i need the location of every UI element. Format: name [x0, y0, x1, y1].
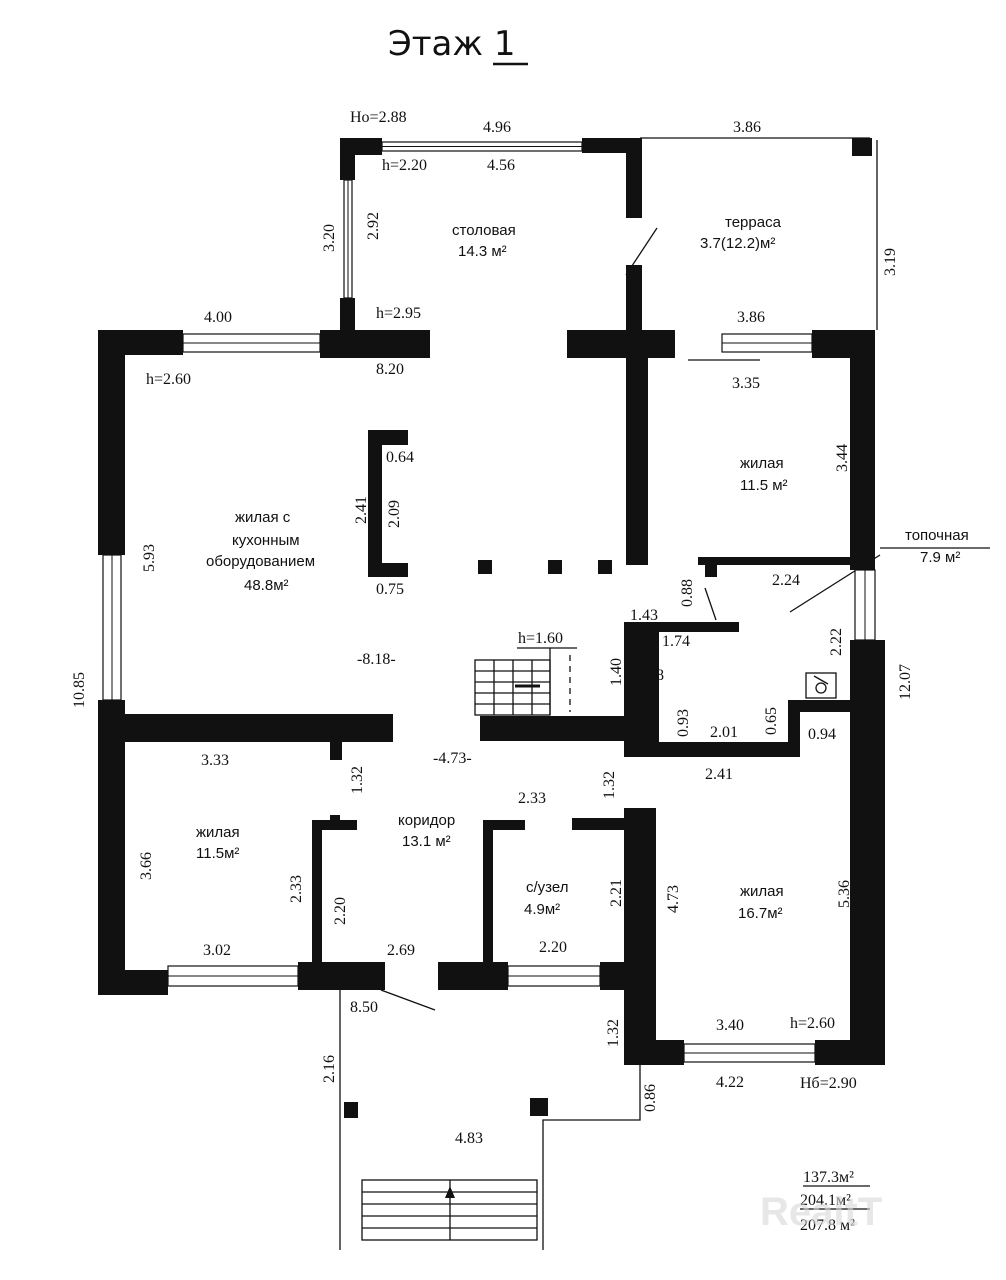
room-name-bathroom: с/узел [526, 879, 568, 896]
svg-text:2.33: 2.33 [518, 790, 546, 807]
walls [98, 138, 885, 1118]
room-name-living-kitchen-1: жилая с [235, 509, 291, 526]
svg-text:8.50: 8.50 [350, 999, 378, 1016]
room-area-living-kitchen: 48.8м² [244, 577, 289, 594]
room-name-living-kitchen-2: кухонным [232, 532, 300, 549]
svg-text:3.33: 3.33 [201, 752, 229, 769]
room-area-terrace: 3.7(12.2)м² [700, 235, 775, 252]
watermark-logo: RealtT [760, 1190, 882, 1234]
room-area-bathroom: 4.9м² [524, 901, 560, 918]
room-name-terrace: терраса [725, 214, 782, 231]
svg-text:0.65: 0.65 [763, 707, 780, 735]
svg-text:4.73: 4.73 [665, 885, 682, 913]
svg-text:2.09: 2.09 [386, 500, 403, 528]
height-ho-bottom: Hб=2.90 [800, 1075, 857, 1092]
svg-text:4.00: 4.00 [204, 309, 232, 326]
svg-text:2.16: 2.16 [321, 1055, 338, 1083]
svg-text:0.64: 0.64 [386, 449, 414, 466]
room-labels: столовая 14.3 м² терраса 3.7(12.2)м² жил… [196, 214, 969, 922]
svg-text:2.33: 2.33 [288, 875, 305, 903]
height-h220: h=2.20 [382, 157, 427, 174]
svg-text:3.02: 3.02 [203, 942, 231, 959]
svg-text:4.96: 4.96 [483, 119, 511, 136]
svg-text:0.93: 0.93 [675, 709, 692, 737]
svg-text:0.88: 0.88 [679, 579, 696, 607]
svg-text:4.22: 4.22 [716, 1074, 744, 1091]
room-name-corridor: коридор [398, 812, 455, 829]
svg-text:1.43: 1.43 [630, 607, 658, 624]
svg-text:0.86: 0.86 [642, 1084, 659, 1112]
svg-text:2.41: 2.41 [353, 496, 370, 524]
total-3: 207.8 м² [800, 1217, 855, 1234]
svg-text:2.01: 2.01 [710, 724, 738, 741]
svg-text:-4.73-: -4.73- [433, 750, 472, 767]
svg-text:1.32: 1.32 [601, 771, 618, 799]
svg-text:3.86: 3.86 [737, 309, 765, 326]
svg-text:2.41: 2.41 [705, 766, 733, 783]
svg-text:2.20: 2.20 [539, 939, 567, 956]
svg-text:2.22: 2.22 [828, 628, 845, 656]
room-area-living-sw: 11.5м² [196, 845, 239, 862]
svg-text:5.36: 5.36 [836, 880, 853, 908]
svg-text:1.32: 1.32 [349, 766, 366, 794]
height-h160: h=1.60 [518, 630, 563, 647]
svg-text:3.66: 3.66 [138, 852, 155, 880]
windows [102, 141, 876, 1063]
svg-text:0.94: 0.94 [808, 726, 836, 743]
svg-text:2.69: 2.69 [387, 942, 415, 959]
total-2: 204.1м² [800, 1192, 851, 1209]
room-name-living-se: жилая [740, 883, 784, 900]
total-1: 137.3м² [803, 1169, 854, 1186]
svg-text:12.07: 12.07 [897, 664, 914, 700]
svg-text:8.20: 8.20 [376, 361, 404, 378]
svg-text:4.56: 4.56 [487, 157, 515, 174]
room-name-living-sw: жилая [196, 824, 240, 841]
dimensions-horizontal: 4.96 4.56 3.86 4.00 8.20 3.86 3.35 0.64 … [201, 119, 836, 1147]
room-area-dining: 14.3 м² [458, 243, 507, 260]
height-ho-top: Hо=2.88 [350, 109, 407, 126]
area-totals: 137.3м² 204.1м² 207.8 м² [800, 1169, 870, 1234]
room-area-living-se: 16.7м² [738, 905, 783, 922]
room-name-living-ne: жилая [740, 455, 784, 472]
svg-text:4.83: 4.83 [455, 1130, 483, 1147]
svg-text:1.40: 1.40 [608, 658, 625, 686]
svg-text:2.20: 2.20 [332, 897, 349, 925]
room-name-living-kitchen-3: оборудованием [206, 553, 315, 570]
svg-text:2.21: 2.21 [608, 879, 625, 907]
svg-text:0.75: 0.75 [376, 581, 404, 598]
boiler-symbol [805, 672, 837, 699]
svg-text:3.35: 3.35 [732, 375, 760, 392]
height-h260-left: h=2.60 [146, 371, 191, 388]
thin-lines [339, 137, 990, 1250]
svg-text:3.19: 3.19 [882, 248, 899, 276]
svg-text:3.40: 3.40 [716, 1017, 744, 1034]
svg-text:2.24: 2.24 [772, 572, 800, 589]
svg-text:5.93: 5.93 [141, 544, 158, 572]
room-name-dining: столовая [452, 222, 516, 239]
height-h260-right: h=2.60 [790, 1015, 835, 1032]
height-marks: Hо=2.88 h=2.20 h=2.95 h=2.60 h=1.60 h=2.… [146, 109, 857, 1092]
svg-text:1.32: 1.32 [605, 1019, 622, 1047]
svg-text:3.44: 3.44 [834, 444, 851, 472]
svg-text:1.74: 1.74 [662, 633, 690, 650]
plan-title: Этаж 1 [388, 24, 515, 64]
dimensions-vertical: 3.20 2.92 3.19 3.44 2.41 2.09 5.93 0.88 … [71, 212, 914, 1112]
room-area-living-ne: 11.5 м² [740, 477, 788, 494]
svg-text:3.20: 3.20 [321, 224, 338, 252]
room-area-boiler: 7.9 м² [920, 549, 960, 566]
height-h295: h=2.95 [376, 305, 421, 322]
svg-text:3.86: 3.86 [733, 119, 761, 136]
room-area-corridor: 13.1 м² [402, 833, 451, 850]
svg-text:-8.18-: -8.18- [357, 651, 396, 668]
svg-text:0.58: 0.58 [636, 667, 664, 684]
svg-text:10.85: 10.85 [71, 672, 88, 708]
room-name-boiler: топочная [905, 527, 969, 544]
svg-text:2.92: 2.92 [365, 212, 382, 240]
